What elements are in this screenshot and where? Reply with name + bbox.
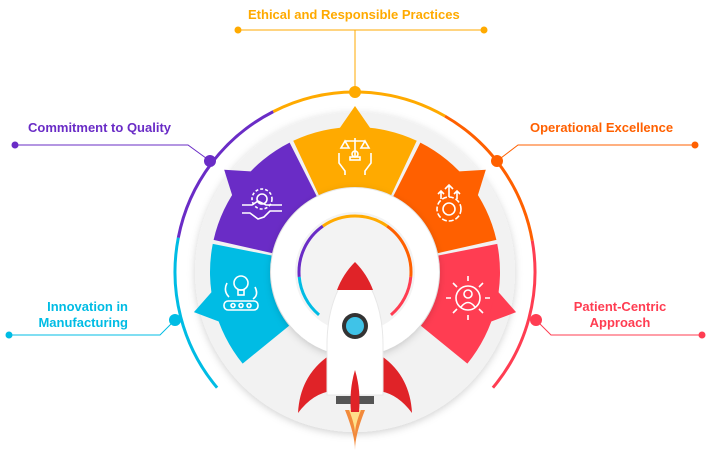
lightbulb-conveyor-icon xyxy=(223,275,259,311)
gear-star-arrows-icon xyxy=(436,183,462,222)
outer-arc xyxy=(444,114,534,242)
label-quality: Commitment to Quality xyxy=(28,120,172,135)
connector-patient xyxy=(535,319,702,336)
connector-dot xyxy=(491,155,503,167)
rocket-icon xyxy=(298,262,412,450)
outer-arc xyxy=(173,237,219,389)
person-focus-icon xyxy=(446,276,490,320)
connector-dot xyxy=(480,26,488,34)
connector-dot xyxy=(204,155,216,167)
connector-dot xyxy=(691,141,699,149)
connector-dot xyxy=(698,331,706,339)
inner-arc xyxy=(390,276,413,317)
connector-operational xyxy=(496,144,695,162)
inner-arc xyxy=(322,214,388,228)
connector-innovation xyxy=(9,319,176,336)
outer-arc xyxy=(491,240,537,389)
connector-dot xyxy=(530,314,542,326)
connector-dot xyxy=(11,141,19,149)
inner-arc xyxy=(297,224,324,278)
inner-arc xyxy=(297,276,320,317)
inner-arc xyxy=(386,224,413,278)
connector-quality xyxy=(15,144,211,162)
connector-dot xyxy=(349,86,361,98)
label-operational: Operational Excellence xyxy=(530,120,674,135)
segment-4[interactable] xyxy=(420,243,517,364)
connector-dot xyxy=(234,26,242,34)
label-ethical: Ethical and Responsible Practices xyxy=(248,7,460,22)
connector-dot xyxy=(169,314,181,326)
handshake-gear-icon xyxy=(242,188,282,220)
segment-1[interactable] xyxy=(213,142,317,254)
connector-dot xyxy=(5,331,13,339)
scales-hands-icon xyxy=(338,138,372,175)
segment-2[interactable] xyxy=(293,106,417,196)
